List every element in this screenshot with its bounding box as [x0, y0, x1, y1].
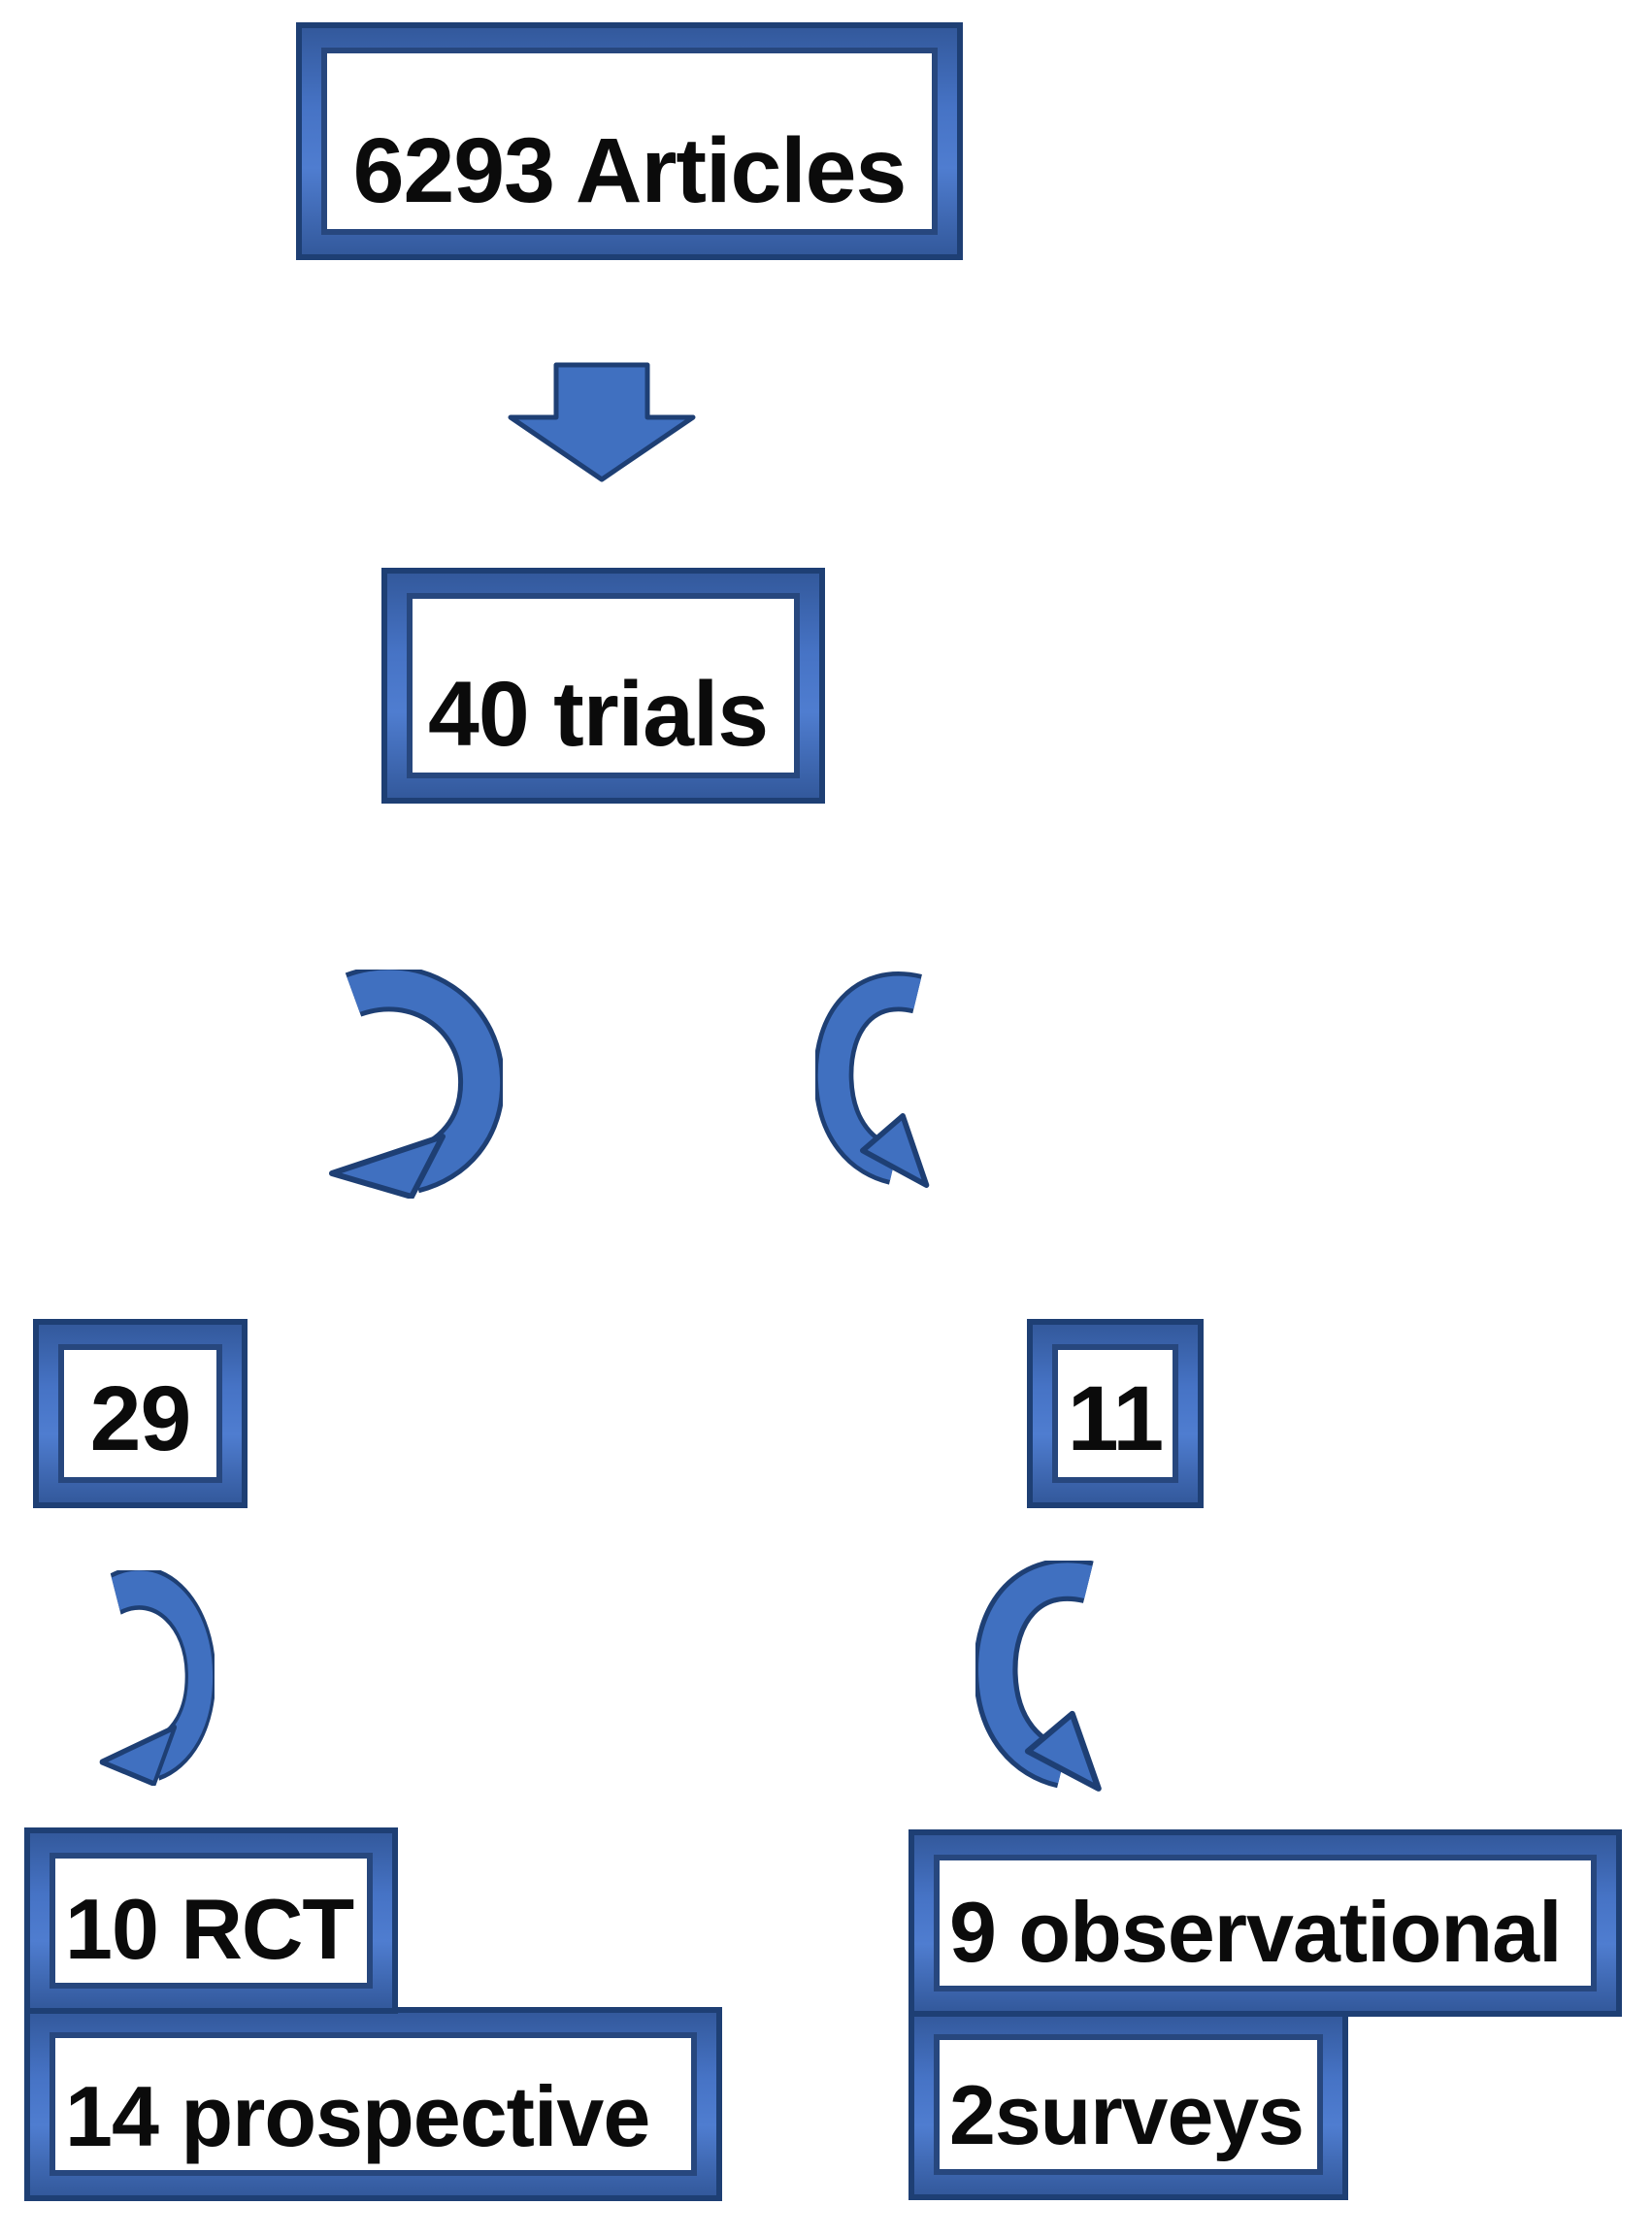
- node-surveys-core: 2surveys: [934, 2034, 1323, 2175]
- node-prospective-core: 14 prospective: [50, 2032, 697, 2176]
- node-rct-core: 10 RCT: [50, 1853, 373, 1989]
- node-prospective-label: 14 prospective: [65, 2067, 650, 2164]
- curved-arrow-down-left-icon: [99, 1570, 215, 1786]
- node-left-count-core: 29: [58, 1344, 222, 1483]
- node-right-count-label: 11: [1067, 1367, 1164, 1471]
- node-trials: 40 trials: [381, 568, 825, 804]
- node-surveys-label: 2surveys: [949, 2069, 1305, 2163]
- curved-arrow-down-right-icon: [975, 1561, 1102, 1792]
- curved-arrow-down-right-icon: [815, 971, 930, 1188]
- node-rct-label: 10 RCT: [65, 1880, 354, 1977]
- curved-arrow-down-left-icon: [329, 970, 503, 1199]
- node-rct: 10 RCT: [24, 1827, 398, 2014]
- node-articles: 6293 Articles: [296, 22, 963, 260]
- node-trials-core: 40 trials: [407, 593, 800, 778]
- node-observational-core: 9 observational: [934, 1855, 1597, 1991]
- node-observational: 9 observational: [909, 1829, 1622, 2017]
- down-block-arrow-icon: [508, 362, 696, 482]
- node-right-count: 11: [1027, 1319, 1204, 1508]
- node-right-count-core: 11: [1052, 1344, 1178, 1483]
- node-left-count: 29: [33, 1319, 248, 1508]
- node-articles-core: 6293 Articles: [321, 48, 938, 235]
- node-surveys: 2surveys: [909, 2009, 1348, 2200]
- node-trials-label: 40 trials: [428, 663, 769, 767]
- node-observational-label: 9 observational: [949, 1883, 1563, 1980]
- node-prospective: 14 prospective: [24, 2007, 722, 2201]
- node-left-count-label: 29: [89, 1367, 192, 1471]
- node-articles-label: 6293 Articles: [352, 119, 908, 223]
